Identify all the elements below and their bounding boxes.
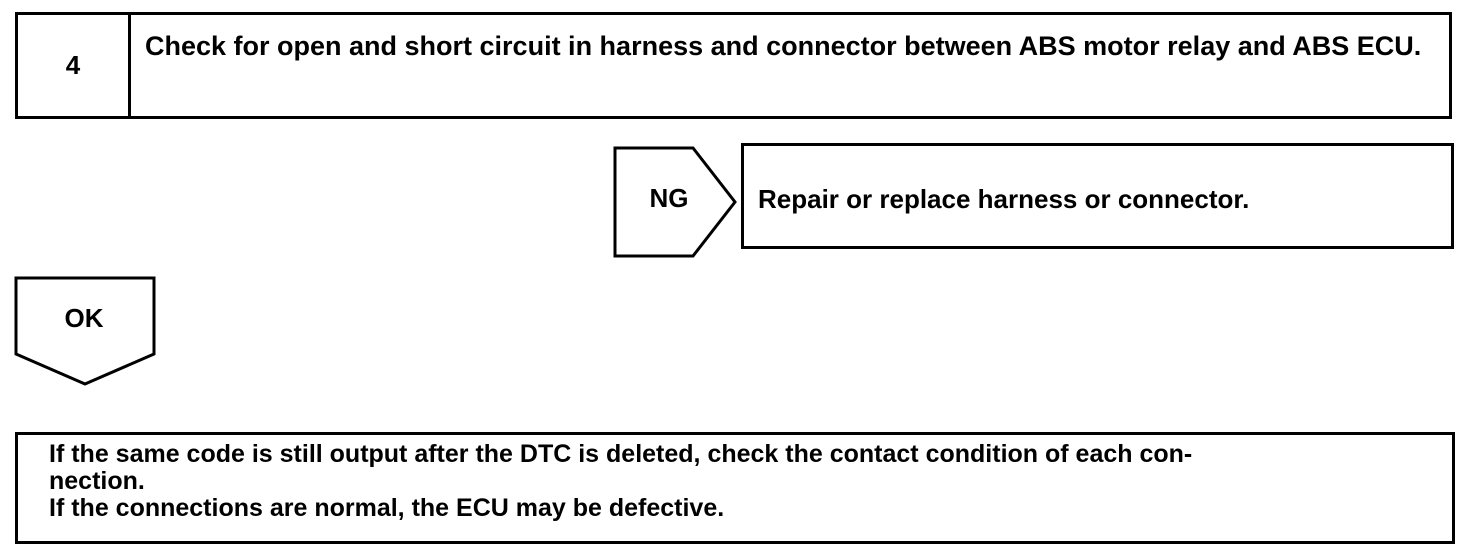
ok-label: OK — [64, 303, 104, 333]
step-box: 4 Check for open and short circuit in ha… — [15, 12, 1452, 119]
step-number: 4 — [18, 15, 131, 116]
ok-arrow-shape — [14, 276, 156, 386]
ng-result-text: Repair or replace harness or connector. — [758, 184, 1250, 214]
note-line-2: nection. — [49, 467, 145, 495]
step-title: Check for open and short circuit in harn… — [145, 31, 1422, 61]
ng-result-box: Repair or replace harness or connector. — [741, 143, 1454, 249]
note-text: If the same code is still output after t… — [49, 441, 1439, 522]
note-box: If the same code is still output after t… — [15, 432, 1455, 544]
ng-arrow-shape — [613, 146, 737, 258]
ng-label: NG — [649, 183, 689, 213]
note-line-1: If the same code is still output after t… — [49, 440, 1193, 468]
note-line-3: If the connections are normal, the ECU m… — [49, 494, 725, 522]
